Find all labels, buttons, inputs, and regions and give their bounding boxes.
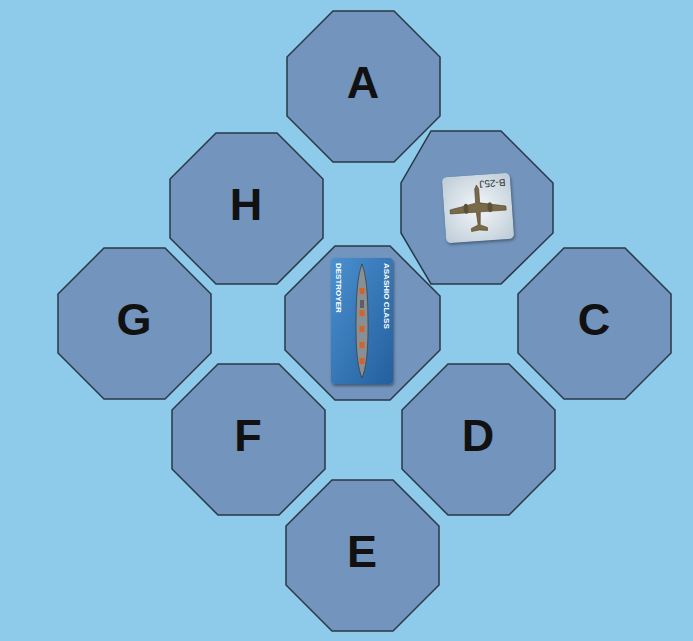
hex-letter: A	[286, 57, 441, 109]
hex-octagon: C	[517, 247, 672, 400]
octagon-shape	[170, 133, 323, 284]
counter-label: ASASHIO CLASS	[380, 258, 392, 329]
plane-engine	[487, 202, 493, 212]
empty-octagon	[285, 246, 440, 400]
ship-deck-detail	[360, 342, 365, 348]
empty-octagon	[401, 131, 553, 284]
counter-face	[442, 173, 514, 244]
plane-engine	[463, 204, 469, 214]
hex-letter: C	[517, 294, 672, 346]
hex-octagon: A	[286, 10, 441, 163]
ship-deck-detail	[360, 358, 365, 364]
hex-octagon: F	[171, 363, 326, 516]
counter-label: DESTROYER	[332, 258, 344, 313]
hex-letter: E	[285, 526, 440, 578]
hex-octagon: G	[57, 247, 212, 400]
hex-letter: F	[171, 410, 326, 462]
counter-label: B-25J	[479, 177, 506, 190]
hex-letter: G	[57, 294, 212, 346]
plane-silhouette	[448, 183, 507, 233]
ship-deck-detail	[360, 310, 365, 316]
ship-bridge	[360, 300, 364, 308]
hex-octagon: D	[401, 363, 556, 516]
destroyer-counter: DESTROYER ASASHIO CLASS	[331, 258, 393, 384]
ship-hull	[356, 264, 368, 378]
hex-letter: H	[169, 179, 324, 231]
aircraft-counter: B-25J	[442, 173, 514, 244]
counter-face	[331, 258, 393, 384]
hex-octagon: E	[285, 479, 440, 632]
ship-deck-detail	[360, 288, 365, 294]
hex-letter: D	[401, 410, 556, 462]
ship-deck-detail	[360, 326, 365, 332]
octagon-shape	[518, 248, 671, 399]
octagon-shape	[172, 364, 325, 515]
octagon-shape	[287, 11, 440, 162]
octagon-shape	[402, 364, 555, 515]
octagon-shape	[58, 248, 211, 399]
hex-octagon: H	[169, 132, 324, 285]
octagon-shape	[286, 480, 439, 631]
